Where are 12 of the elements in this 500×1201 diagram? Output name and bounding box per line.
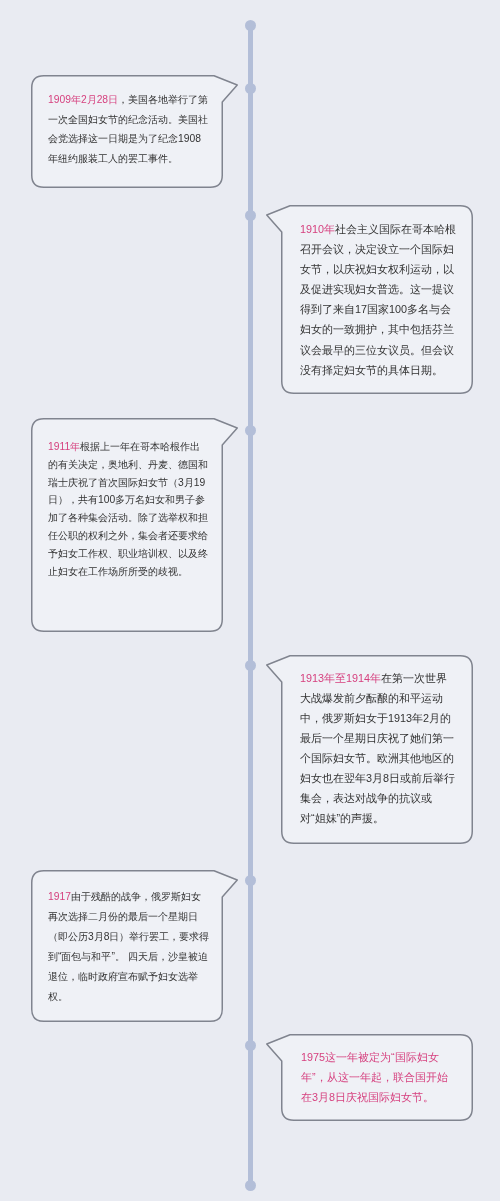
speech-bubble — [266, 205, 473, 394]
speech-bubble — [266, 1034, 473, 1121]
speech-bubble — [31, 75, 238, 188]
speech-bubble — [266, 655, 473, 844]
event-text: 1910年社会主义国际在哥本哈根召开会议，决定设立一个国际妇女节，以庆祝妇女权利运动，以及促进实现妇女普选。这一提议得到了来自17国家100多名与会妇女的一致拥护，其中包括芬兰议会最早的三位女议员。但会议没有择定妇女节的具体日期。 — [300, 221, 457, 378]
event-text: 1975这一年被定为“国际妇女年”，从这一年起，联合国开始在3月8日庆祝国际妇女节。 — [301, 1050, 449, 1105]
event-text: 1913年至1914年在第一次世界大战爆发前夕酝酿的和平运动中，俄罗斯妇女于1913年2月的最后一个星期日庆祝了她们第一个国际妇女节。欧洲其他地区的妇女也在翌年3月8日或前后举行集会，表达对战争的抗议或对“姐妹”的声援。 — [300, 671, 456, 826]
event-text: 1909年2月28日，美国各地举行了第一次全国妇女节的纪念活动。美国社会党选择这一日期是为了纪念1908年纽约服装工人的罢工事件。 — [48, 93, 210, 166]
event-text: 1911年根据上一年在哥本哈根作出的有关决定，奥地利、丹麦、德国和瑞士庆祝了首次国际妇女节（3月19日），共有100多万名妇女和男子参加了各种集会活动。除了选举权和担任公职的权利之外，集会者还要求给予妇女工作权、职业培训权、以及终止妇女在工作场所所受的歧视。 — [48, 440, 209, 579]
speech-bubble — [31, 870, 238, 1022]
speech-bubble — [31, 418, 238, 632]
event-text: 1917由于残酷的战争，俄罗斯妇女再次选择二月份的最后一个星期日（即公历3月8日）举行罢工，要求得到“面包与和平”。 四天后，沙皇被迫退位，临时政府宣布赋予妇女选举权。 — [48, 890, 210, 1004]
